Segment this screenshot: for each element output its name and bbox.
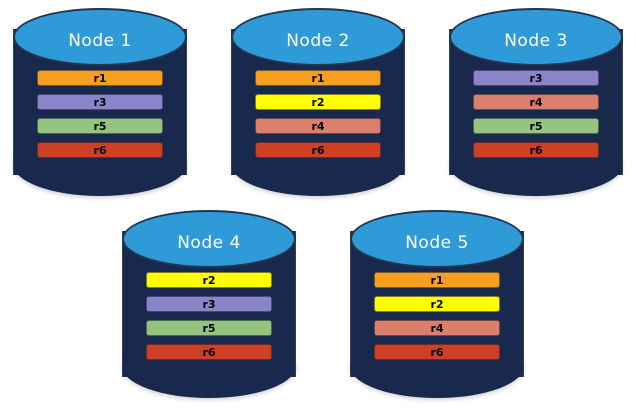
replica-list: r1 r3 r5 r6 [37,70,163,158]
replica-bar-r5[interactable]: r5 [146,320,272,336]
cylinder-top-disc [350,210,524,268]
cylinder-top-disc [449,8,623,66]
cylinder-top-disc [231,8,405,66]
replica-list: r1 r2 r4 r6 [255,70,381,158]
replica-bar-r1[interactable]: r1 [255,70,381,86]
replica-list: r1 r2 r4 r6 [374,272,500,360]
replica-bar-r3[interactable]: r3 [146,296,272,312]
replica-list: r2 r3 r5 r6 [146,272,272,360]
replica-bar-r4[interactable]: r4 [374,320,500,336]
replica-bar-r2[interactable]: r2 [146,272,272,288]
replica-bar-r4[interactable]: r4 [473,94,599,110]
replica-bar-r2[interactable]: r2 [374,296,500,312]
cylinder-top-disc [122,210,296,268]
replica-bar-r6[interactable]: r6 [146,344,272,360]
replica-bar-r6[interactable]: r6 [255,142,381,158]
replica-bar-r1[interactable]: r1 [37,70,163,86]
replica-bar-r4[interactable]: r4 [255,118,381,134]
replica-list: r3 r4 r5 r6 [473,70,599,158]
replica-bar-r3[interactable]: r3 [37,94,163,110]
replica-bar-r6[interactable]: r6 [374,344,500,360]
replica-bar-r6[interactable]: r6 [473,142,599,158]
cylinder-top-disc [13,8,187,66]
replica-bar-r5[interactable]: r5 [37,118,163,134]
replica-bar-r5[interactable]: r5 [473,118,599,134]
replica-bar-r2[interactable]: r2 [255,94,381,110]
replica-bar-r6[interactable]: r6 [37,142,163,158]
replica-bar-r3[interactable]: r3 [473,70,599,86]
replica-bar-r1[interactable]: r1 [374,272,500,288]
